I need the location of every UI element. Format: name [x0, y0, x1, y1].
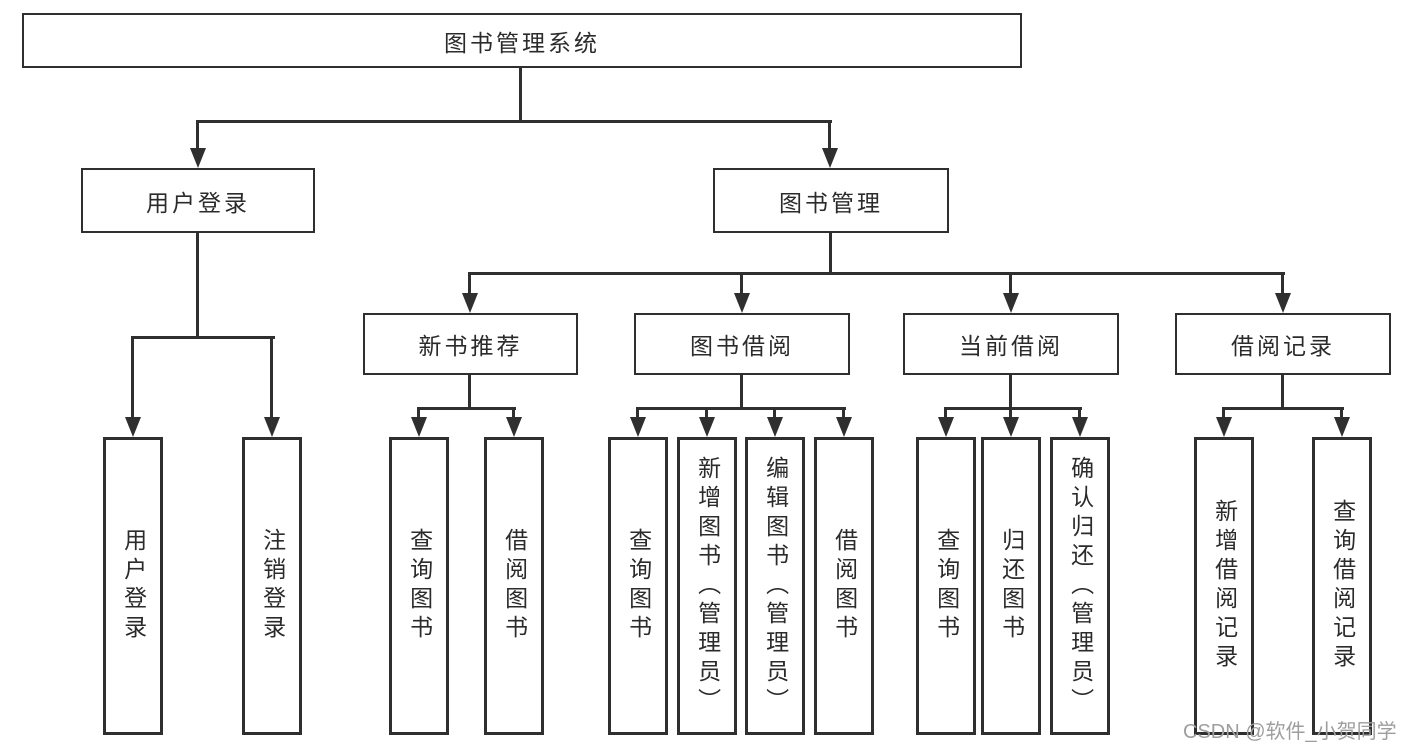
connector-line: [468, 375, 471, 407]
leaf-label: 查询借阅记录: [1329, 499, 1356, 673]
node-library-management-system: 图书管理系统: [22, 13, 1022, 68]
connector-line: [1340, 407, 1343, 419]
arrow-down-icon: [1275, 293, 1291, 313]
connector-line: [131, 336, 134, 419]
node-label: 用户登录: [146, 189, 250, 216]
connector-line: [740, 375, 743, 407]
arrow-down-icon: [1003, 293, 1019, 313]
arrow-down-icon: [411, 417, 427, 437]
arrow-down-icon: [462, 293, 478, 313]
arrow-down-icon: [1003, 417, 1019, 437]
node-book-management: 图书管理: [713, 168, 949, 233]
arrow-down-icon: [699, 417, 715, 437]
connector-line: [944, 407, 1082, 410]
leaf-label: 注销登录: [259, 528, 286, 644]
connector-line: [705, 407, 708, 419]
leaf-edit-books-admin: 编辑图书（管理员）: [745, 437, 805, 735]
connector-line: [1222, 407, 1344, 410]
connector-line: [1009, 407, 1012, 419]
connector-line: [468, 272, 471, 295]
connector-line: [636, 407, 639, 419]
connector-line: [1009, 375, 1012, 407]
leaf-query-borrow-record: 查询借阅记录: [1312, 437, 1372, 735]
leaf-query-books-borrowing: 查询图书: [608, 437, 668, 735]
connector-line: [196, 120, 832, 123]
node-label: 图书管理: [779, 189, 883, 216]
connector-line: [196, 120, 199, 150]
leaf-add-borrow-record: 新增借阅记录: [1194, 437, 1254, 735]
node-label: 图书借阅: [690, 333, 794, 359]
connector-line: [773, 407, 776, 419]
connector-line: [1078, 407, 1081, 419]
leaf-user-login: 用户登录: [103, 437, 163, 735]
watermark: CSDN @软件_小贺同学: [1183, 721, 1397, 743]
leaf-label: 确认归还（管理员）: [1067, 455, 1094, 717]
node-borrowing-records: 借阅记录: [1175, 313, 1391, 375]
leaf-label: 借阅图书: [501, 528, 528, 644]
arrow-down-icon: [1216, 417, 1232, 437]
connector-line: [417, 407, 420, 419]
connector-line: [944, 407, 947, 419]
node-book-borrowing: 图书借阅: [634, 313, 850, 375]
leaf-label: 查询图书: [933, 528, 960, 644]
leaf-label: 归还图书: [998, 528, 1025, 644]
connector-line: [270, 336, 273, 419]
leaf-label: 用户登录: [120, 528, 147, 644]
arrow-down-icon: [1072, 417, 1088, 437]
leaf-label: 查询图书: [625, 528, 652, 644]
arrow-down-icon: [767, 417, 783, 437]
connector-line: [1281, 375, 1284, 407]
connector-line: [1281, 272, 1284, 295]
leaf-confirm-return-admin: 确认归还（管理员）: [1050, 437, 1110, 735]
connector-line: [468, 272, 1285, 275]
connector-line: [740, 272, 743, 295]
connector-line: [512, 407, 515, 419]
leaf-query-books-recommend: 查询图书: [389, 437, 449, 735]
arrow-down-icon: [938, 417, 954, 437]
leaf-label: 编辑图书（管理员）: [762, 455, 789, 717]
connector-line: [131, 336, 275, 339]
connector-line: [519, 68, 522, 120]
leaf-return-books: 归还图书: [981, 437, 1041, 735]
connector-line: [828, 120, 831, 150]
arrow-down-icon: [1334, 417, 1350, 437]
arrow-down-icon: [125, 417, 141, 437]
arrow-down-icon: [264, 417, 280, 437]
node-current-borrowing: 当前借阅: [903, 313, 1119, 375]
connector-line: [829, 233, 832, 272]
node-user-login: 用户登录: [81, 168, 315, 233]
leaf-label: 新增借阅记录: [1211, 499, 1238, 673]
node-label: 当前借阅: [959, 333, 1063, 359]
arrow-down-icon: [734, 293, 750, 313]
node-label: 借阅记录: [1231, 333, 1335, 359]
arrow-down-icon: [836, 417, 852, 437]
leaf-label: 新增图书（管理员）: [694, 455, 721, 717]
arrow-down-icon: [822, 148, 838, 168]
connector-line: [1009, 272, 1012, 295]
arrow-down-icon: [506, 417, 522, 437]
arrow-down-icon: [630, 417, 646, 437]
node-label: 新书推荐: [418, 333, 523, 359]
leaf-borrow-books-borrowing: 借阅图书: [814, 437, 874, 735]
connector-line: [417, 407, 516, 410]
connector-line: [636, 407, 846, 410]
leaf-add-books-admin: 新增图书（管理员）: [677, 437, 737, 735]
node-new-book-recommendation: 新书推荐: [363, 313, 578, 375]
connector-line: [196, 233, 199, 336]
leaf-label: 查询图书: [406, 528, 433, 644]
leaf-logout: 注销登录: [242, 437, 302, 735]
arrow-down-icon: [190, 148, 206, 168]
leaf-label: 借阅图书: [831, 528, 858, 644]
connector-line: [842, 407, 845, 419]
node-label: 图书管理系统: [444, 29, 600, 56]
leaf-borrow-books-recommend: 借阅图书: [484, 437, 544, 735]
connector-line: [1222, 407, 1225, 419]
leaf-query-books-current: 查询图书: [916, 437, 976, 735]
